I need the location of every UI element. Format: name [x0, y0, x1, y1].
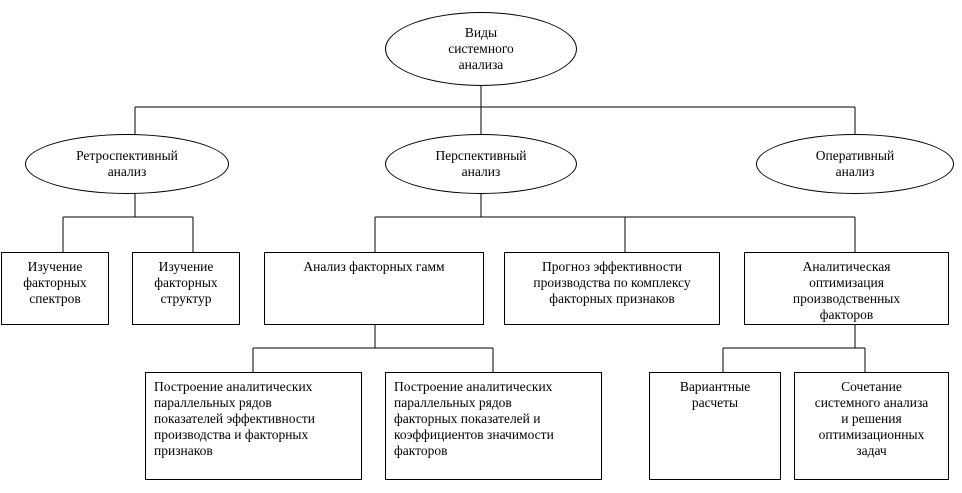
gamma-box: Анализ факторных гамм	[264, 252, 484, 325]
structures-box: Изучение факторных структур	[132, 252, 240, 325]
forecast-box: Прогноз эффективности производства по ко…	[504, 252, 720, 325]
persp-label: Перспективный анализ	[435, 148, 527, 179]
optimization-box: Аналитическая оптимизация производственн…	[744, 252, 949, 325]
forecast-label: Прогноз эффективности производства по ко…	[533, 259, 691, 306]
rows1-label: Построение аналитических параллельных ря…	[154, 379, 315, 458]
variants-label: Вариантные расчеты	[679, 379, 751, 410]
combo-label: Сочетание системного анализа и решения о…	[814, 379, 929, 458]
root-node: Виды системного анализа	[385, 12, 577, 86]
spectra-box: Изучение факторных спектров	[1, 252, 109, 325]
retro-label: Ретроспективный анализ	[76, 148, 178, 179]
optimization-label: Аналитическая оптимизация производственн…	[792, 259, 901, 322]
spectra-label: Изучение факторных спектров	[23, 259, 87, 306]
persp-node: Перспективный анализ	[385, 134, 577, 194]
rows1-box: Построение аналитических параллельных ря…	[145, 372, 362, 480]
structures-label: Изучение факторных структур	[154, 259, 218, 306]
rows2-box: Построение аналитических параллельных ря…	[385, 372, 602, 480]
oper-node: Оперативный анализ	[756, 134, 954, 194]
combo-box: Сочетание системного анализа и решения о…	[794, 372, 949, 480]
retro-node: Ретроспективный анализ	[25, 134, 229, 194]
root-label: Виды системного анализа	[448, 25, 514, 72]
variants-box: Вариантные расчеты	[649, 372, 781, 480]
gamma-label: Анализ факторных гамм	[303, 259, 445, 274]
oper-label: Оперативный анализ	[815, 148, 895, 179]
rows2-label: Построение аналитических параллельных ря…	[394, 379, 554, 458]
